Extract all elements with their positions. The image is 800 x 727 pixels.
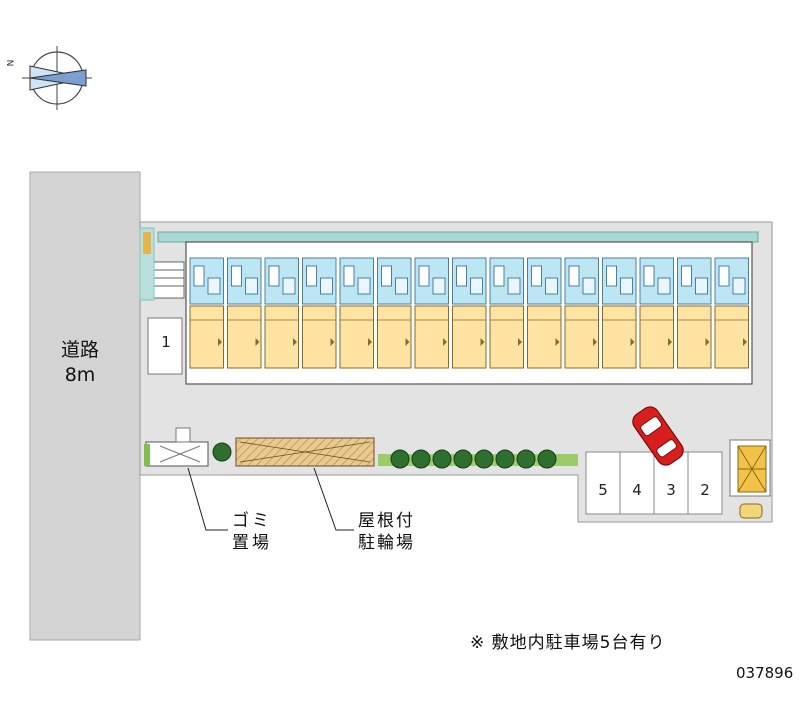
apartment-unit xyxy=(227,257,262,369)
road-label: 道路 8m xyxy=(50,338,110,388)
bicycle-label-line1: 屋根付 xyxy=(358,511,415,531)
apartment-unit xyxy=(377,257,412,369)
parking-space-label: 2 xyxy=(700,481,710,499)
apartment-unit xyxy=(639,257,674,369)
garbage-area-planter xyxy=(144,444,150,466)
garbage-label-line2: 置場 xyxy=(232,533,272,553)
trees xyxy=(390,449,557,469)
parking-space-label: 3 xyxy=(666,481,676,499)
tree xyxy=(432,449,452,469)
tree xyxy=(453,449,473,469)
apartment-unit xyxy=(564,257,599,369)
apartment-units xyxy=(189,257,749,369)
apartment-unit xyxy=(189,257,224,369)
parking-space-label: 4 xyxy=(632,481,642,499)
road-name: 道路 xyxy=(60,339,99,361)
apartment-unit xyxy=(452,257,487,369)
bicycle-label: 屋根付 駐輪場 xyxy=(358,510,415,554)
garbage-label-line1: ゴミ xyxy=(232,511,272,531)
parking-space-1 xyxy=(147,317,183,375)
road xyxy=(29,171,141,641)
building-roof-strip xyxy=(157,231,759,243)
apartment-unit xyxy=(489,257,524,369)
garbage-area xyxy=(145,441,209,467)
tree xyxy=(411,449,431,469)
apartment-unit xyxy=(714,257,749,369)
tree xyxy=(212,442,232,462)
road-width: 8m xyxy=(64,364,96,386)
compass-north-label: N xyxy=(6,59,17,67)
tree xyxy=(474,449,494,469)
parking-note: ※ 敷地内駐車場5台有り xyxy=(470,633,666,653)
apartment-unit xyxy=(677,257,712,369)
apartment-unit xyxy=(527,257,562,369)
bicycle-leader xyxy=(313,467,354,531)
apartment-unit xyxy=(339,257,374,369)
car xyxy=(632,406,684,466)
side-planter xyxy=(143,232,151,254)
entrance-stairs xyxy=(153,261,185,299)
bicycle-label-line2: 駐輪場 xyxy=(358,533,415,553)
tree xyxy=(390,449,410,469)
compass-icon xyxy=(22,46,92,110)
apartment-unit xyxy=(302,257,337,369)
apartment-unit xyxy=(602,257,637,369)
garbage-leader xyxy=(187,467,228,531)
tree xyxy=(537,449,557,469)
apartment-unit xyxy=(414,257,449,369)
parking-space-label: 1 xyxy=(161,333,171,351)
garbage-label: ゴミ 置場 xyxy=(232,510,272,554)
tree xyxy=(495,449,515,469)
tree xyxy=(516,449,536,469)
meter-box xyxy=(739,503,763,519)
property-code: 037896 xyxy=(736,664,794,682)
parking-space-label: 5 xyxy=(598,481,608,499)
apartment-unit xyxy=(264,257,299,369)
